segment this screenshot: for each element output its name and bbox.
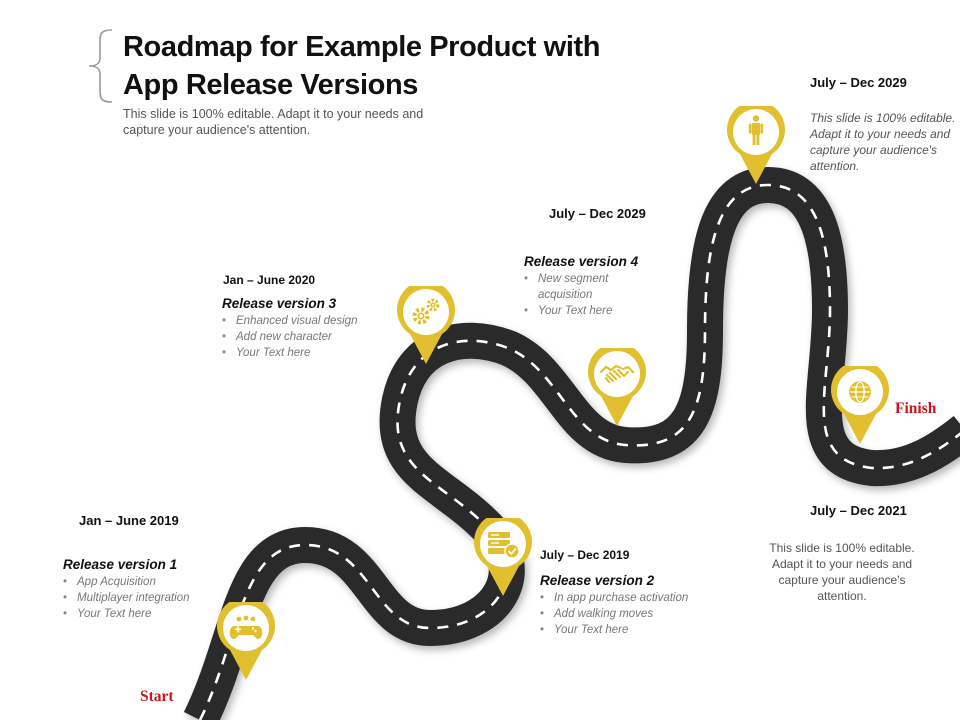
milestone-2-date: July – Dec 2019: [540, 548, 630, 562]
milestone-6-text: This slide is 100% editable. Adapt it to…: [769, 541, 915, 603]
start-label: Start: [140, 688, 174, 705]
milestone-5-text: This slide is 100% editable. Adapt it to…: [810, 111, 956, 173]
pin-release-2: [474, 518, 532, 596]
list-item: Add walking moves: [540, 606, 688, 622]
milestone-2-title: Release version 2: [540, 573, 655, 588]
pin-release-3: [397, 286, 455, 364]
list-item: New segment acquisition: [524, 271, 628, 303]
list-item: App Acquisition: [63, 574, 190, 590]
milestone-2-bullets: In app purchase activation Add walking m…: [540, 590, 688, 638]
milestone-3-title: Release version 3: [222, 296, 337, 311]
page-subtitle: This slide is 100% editable. Adapt it to…: [123, 107, 424, 137]
milestone-1-title: Release version 1: [63, 557, 178, 572]
globe-icon: [849, 381, 871, 403]
pin-milestone-6: [831, 366, 889, 444]
milestone-3-date: Jan – June 2020: [223, 273, 316, 287]
milestone-1-date: Jan – June 2019: [79, 513, 179, 528]
pin-release-1: [217, 602, 275, 680]
milestone-3-bullets: Enhanced visual design Add new character…: [222, 313, 357, 361]
pin-milestone-5: [727, 106, 785, 184]
list-item: Your Text here: [524, 303, 628, 319]
milestone-4-title: Release version 4: [524, 254, 639, 269]
gamepad-icon: [229, 615, 263, 639]
list-item: Your Text here: [222, 345, 357, 361]
gears-icon: [412, 298, 440, 325]
milestone-4-date: July – Dec 2029: [549, 206, 646, 221]
milestone-5-date: July – Dec 2029: [810, 75, 907, 90]
list-item: Your Text here: [540, 622, 688, 638]
finish-label: Finish: [895, 400, 937, 417]
pin-release-4: [588, 348, 646, 426]
person-icon: [748, 115, 764, 145]
list-item: Your Text here: [63, 606, 190, 622]
milestone-4-bullets: New segment acquisition Your Text here: [524, 271, 628, 319]
page-title: Roadmap for Example Product with App Rel…: [123, 31, 601, 101]
title-brace: [88, 29, 113, 103]
list-item: Add new character: [222, 329, 357, 345]
list-item: In app purchase activation: [540, 590, 688, 606]
milestone-6-date: July – Dec 2021: [810, 503, 907, 518]
list-item: Enhanced visual design: [222, 313, 357, 329]
list-item: Multiplayer integration: [63, 590, 190, 606]
milestone-1-bullets: App Acquisition Multiplayer integration …: [63, 574, 190, 622]
handshake-icon: [599, 364, 635, 384]
server-check-icon: [488, 532, 520, 559]
